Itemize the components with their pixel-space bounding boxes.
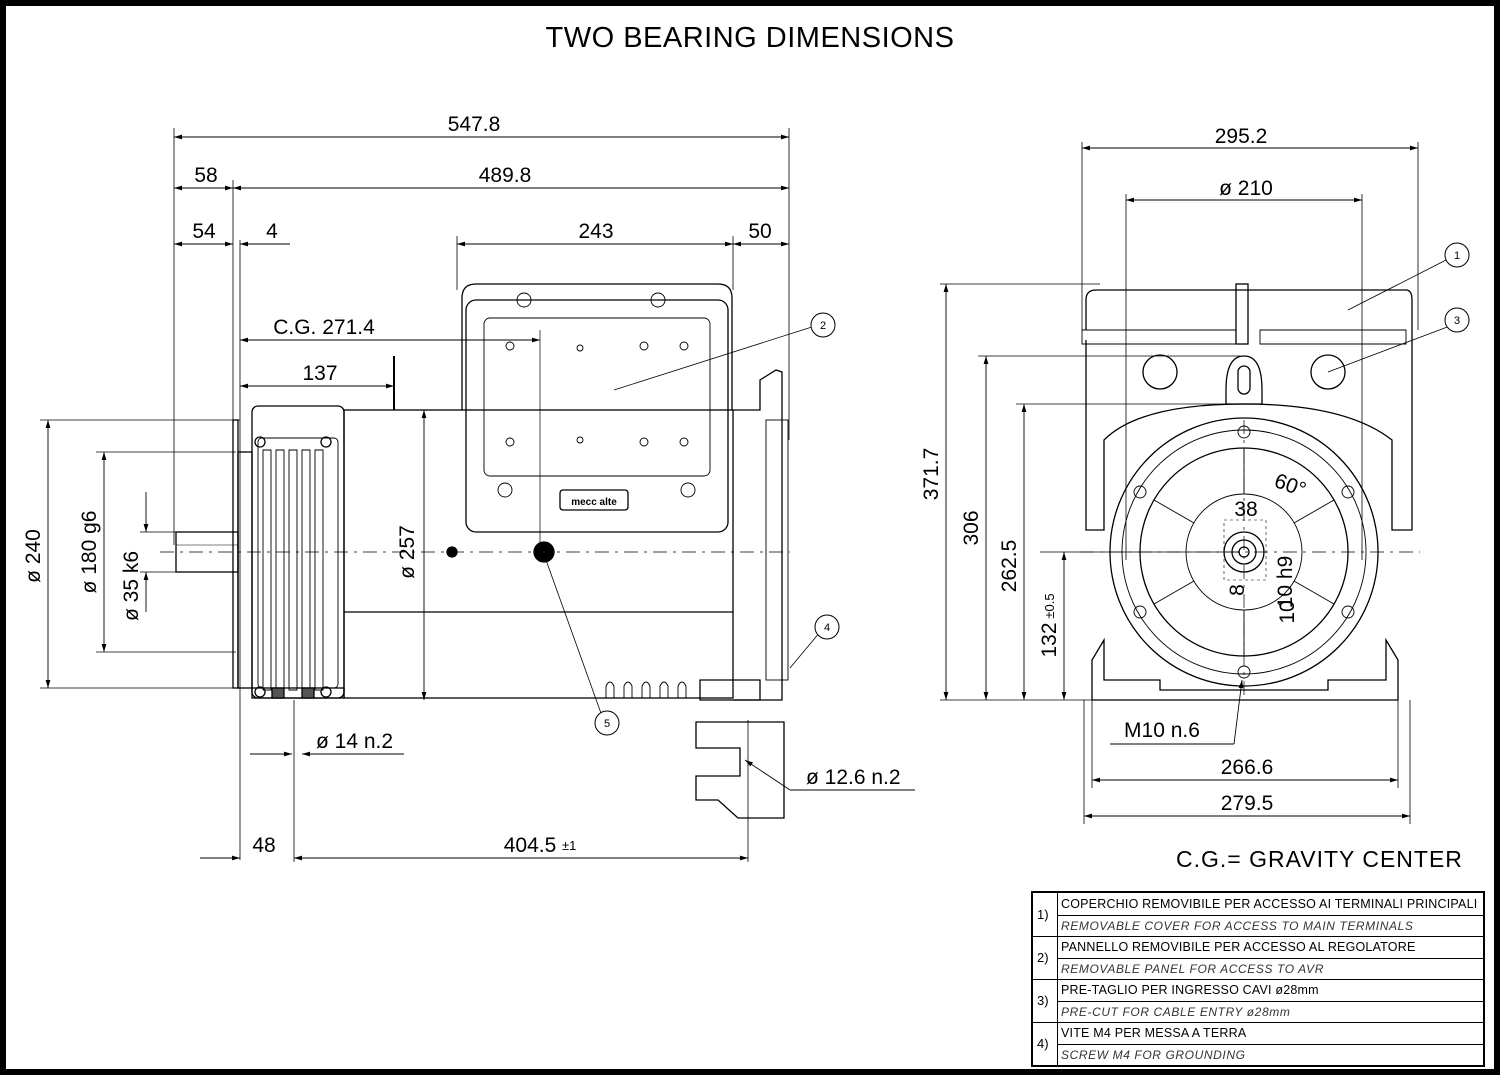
dim-10: 10 bbox=[1276, 600, 1299, 623]
dim-489: 489.8 bbox=[479, 164, 532, 187]
legend-english: SCREW M4 FOR GROUNDING bbox=[1061, 1048, 1246, 1062]
legend-english: REMOVABLE PANEL FOR ACCESS TO AVR bbox=[1061, 962, 1324, 976]
dim-50: 50 bbox=[748, 220, 771, 243]
legend-row: 1) COPERCHIO REMOVIBILE PER ACCESSO AI T… bbox=[1033, 893, 1483, 937]
dim-266: 266.6 bbox=[1221, 756, 1274, 779]
side-view bbox=[40, 128, 915, 862]
legend-row: 2) PANNELLO REMOVIBILE PER ACCESSO AL RE… bbox=[1033, 936, 1483, 980]
legend-row: 4) VITE M4 PER MESSA A TERRA SCREW M4 FO… bbox=[1033, 1022, 1483, 1065]
callout-3: 3 bbox=[1454, 315, 1460, 327]
dia-14: ø 14 n.2 bbox=[316, 730, 393, 753]
angle-60: 60° bbox=[1271, 469, 1309, 501]
dim-48: 48 bbox=[252, 834, 275, 857]
dim-404: 404.5 bbox=[504, 834, 557, 857]
front-view bbox=[940, 142, 1451, 824]
legend-num: 3) bbox=[1037, 993, 1049, 1008]
gravity-center-note: C.G.= GRAVITY CENTER bbox=[1176, 846, 1463, 872]
callout-5: 5 bbox=[604, 718, 610, 730]
dim-306: 306 bbox=[960, 510, 983, 545]
callout-bubble-2 bbox=[810, 312, 836, 338]
legend-english: PRE-CUT FOR CABLE ENTRY ø28mm bbox=[1061, 1005, 1291, 1019]
legend-table: 1) COPERCHIO REMOVIBILE PER ACCESSO AI T… bbox=[1031, 891, 1485, 1067]
dia-210: ø 210 bbox=[1219, 177, 1273, 200]
legend-italian: VITE M4 PER MESSA A TERRA bbox=[1061, 1026, 1247, 1040]
dim-404-tolerance: ±1 bbox=[562, 838, 576, 853]
callout-bubbles bbox=[594, 242, 1470, 736]
legend-num: 4) bbox=[1037, 1036, 1049, 1051]
dim-h9: 10 h9 bbox=[1274, 556, 1297, 609]
dim-137: 137 bbox=[302, 362, 337, 385]
dia-240: ø 240 bbox=[22, 529, 45, 583]
legend-italian: COPERCHIO REMOVIBILE PER ACCESSO AI TERM… bbox=[1061, 897, 1478, 911]
thread-spec: M10 n.6 bbox=[1124, 719, 1200, 742]
legend-italian: PANNELLO REMOVIBILE PER ACCESSO AL REGOL… bbox=[1061, 940, 1416, 954]
callout-4: 4 bbox=[824, 622, 830, 634]
dim-132: 132 bbox=[1038, 622, 1061, 657]
legend-num: 1) bbox=[1037, 907, 1049, 922]
callout-bubble-3 bbox=[1444, 307, 1470, 333]
dim-38: 38 bbox=[1234, 498, 1257, 521]
callout-1: 1 bbox=[1454, 250, 1460, 262]
dim-295: 295.2 bbox=[1215, 125, 1268, 148]
legend-row: 3) PRE-TAGLIO PER INGRESSO CAVI ø28mm PR… bbox=[1033, 979, 1483, 1023]
callout-2: 2 bbox=[820, 320, 826, 332]
legend-english: REMOVABLE COVER FOR ACCESS TO MAIN TERMI… bbox=[1061, 919, 1414, 933]
dim-58: 58 bbox=[194, 164, 217, 187]
legend-italian: PRE-TAGLIO PER INGRESSO CAVI ø28mm bbox=[1061, 983, 1319, 997]
dim-262: 262.5 bbox=[998, 540, 1021, 593]
dim-54: 54 bbox=[192, 220, 216, 243]
dim-4: 4 bbox=[266, 220, 278, 243]
dia-12-6: ø 12.6 n.2 bbox=[806, 766, 901, 789]
drawing-title: TWO BEARING DIMENSIONS bbox=[545, 22, 955, 54]
dia-257: ø 257 bbox=[396, 525, 419, 579]
callout-bubble-5 bbox=[594, 710, 620, 736]
front-view-labels: 295.2 ø 210 371.7 306 262.5 132 ±0.5 38 … bbox=[920, 125, 1309, 815]
cg-dimension: C.G. 271.4 bbox=[273, 316, 375, 339]
dim-371: 371.7 bbox=[920, 448, 943, 501]
legend-num: 2) bbox=[1037, 950, 1049, 965]
dim-8: 8 bbox=[1226, 584, 1249, 596]
manufacturer-logo: mecc alte bbox=[571, 497, 617, 508]
dim-overall-length: 547.8 bbox=[448, 113, 501, 136]
side-view-labels: 547.8 58 489.8 54 4 243 50 C.G. 271.4 13… bbox=[22, 113, 901, 857]
callout-bubble-4 bbox=[814, 614, 840, 640]
dim-243: 243 bbox=[578, 220, 613, 243]
dim-132-tolerance: ±0.5 bbox=[1042, 593, 1057, 618]
callout-bubble-1 bbox=[1444, 242, 1470, 268]
dia-180: ø 180 g6 bbox=[78, 511, 101, 594]
dia-35: ø 35 k6 bbox=[120, 551, 143, 621]
dim-279: 279.5 bbox=[1221, 792, 1274, 815]
callout-numbers: 1 2 3 4 5 bbox=[604, 250, 1460, 730]
